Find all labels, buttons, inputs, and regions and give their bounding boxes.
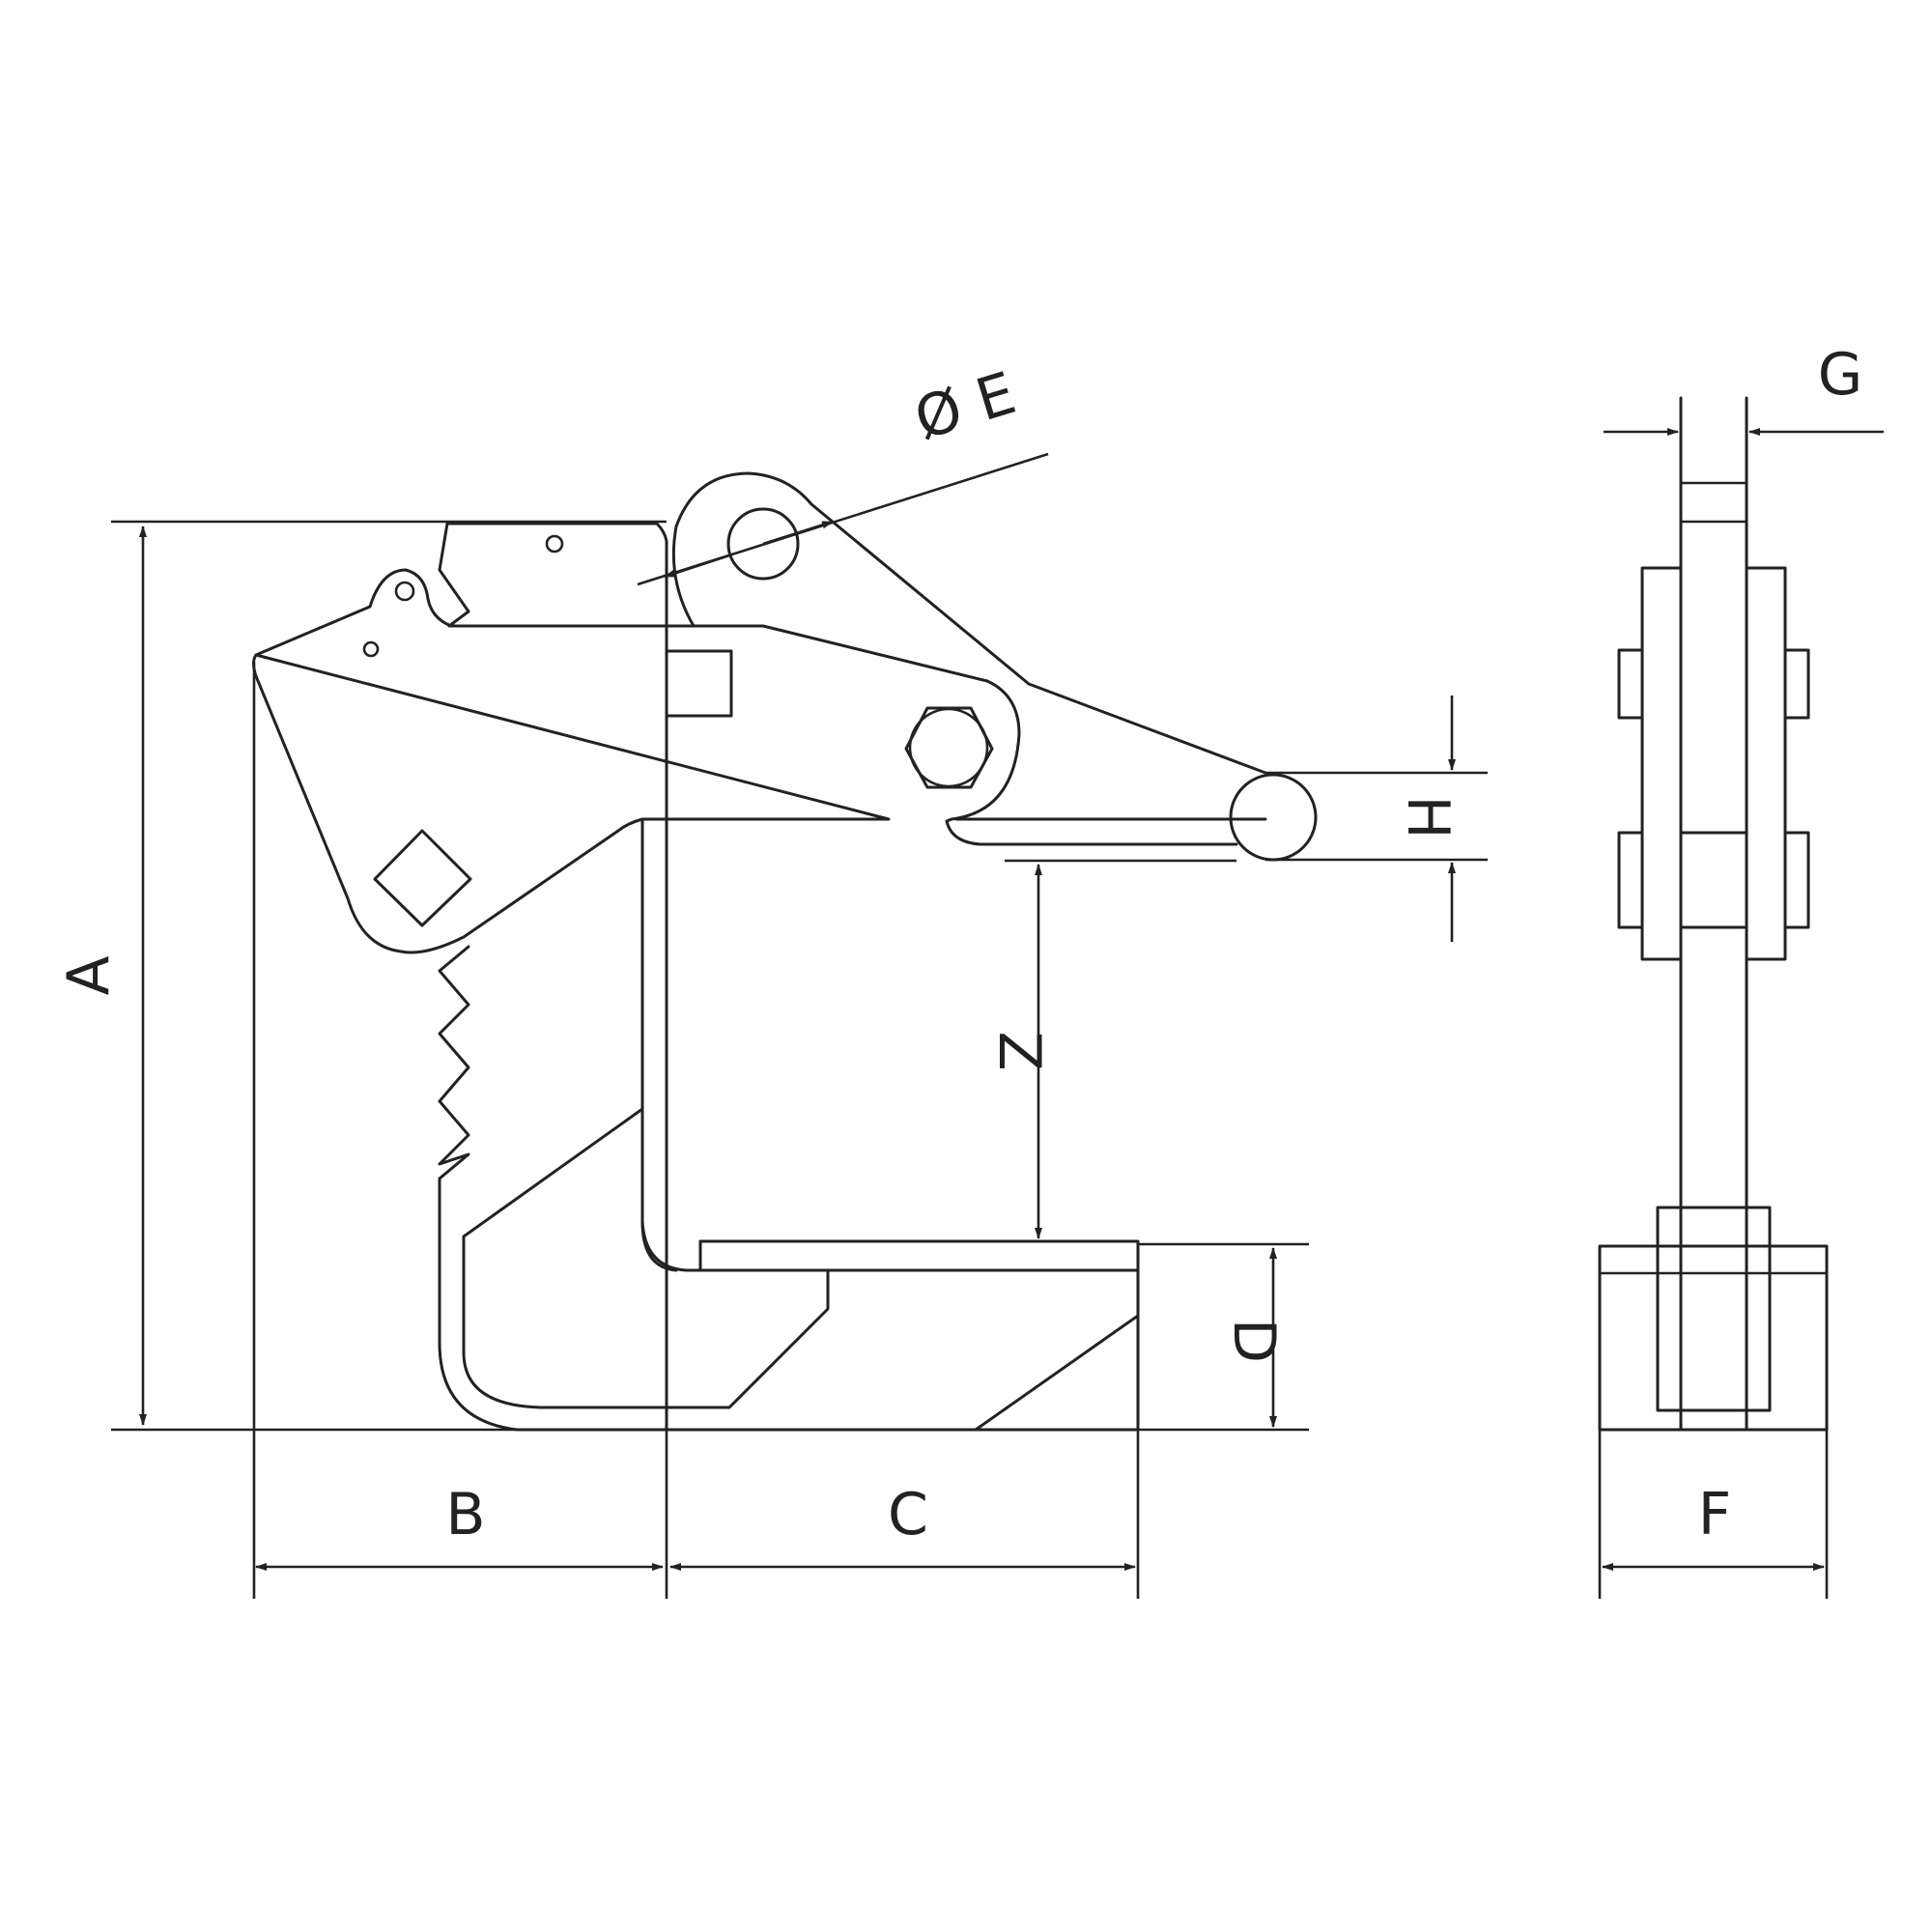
label-f: F (1698, 1481, 1732, 1548)
side-jaw (1656, 1206, 1772, 1412)
roller-icon (1229, 773, 1318, 862)
pivot-hole (394, 581, 415, 602)
label-z: Z (985, 1031, 1053, 1070)
dim-e-arrow-right (762, 520, 834, 546)
plate-hole-1 (545, 534, 564, 554)
center-plate (1679, 396, 1748, 1432)
jaw-back (640, 624, 678, 1432)
bolt-head-left-upper (1617, 648, 1644, 720)
dimension-lines (111, 452, 1488, 1599)
bolt-shaft-lower (1679, 831, 1748, 929)
lower-jaw (462, 1107, 1140, 1432)
clamp-side-view (1598, 396, 1884, 1599)
clamp-body-outline (252, 568, 1267, 954)
label-e: Ø E (907, 359, 1023, 453)
hex-bolt-icon (904, 706, 994, 789)
label-h: H (1394, 795, 1462, 838)
upper-plate (438, 522, 668, 628)
label-g: G (1818, 341, 1863, 409)
label-d: D (1220, 1319, 1288, 1363)
side-jaw-center (1679, 1206, 1748, 1432)
label-b: B (445, 1481, 485, 1548)
clamp-front-view (252, 471, 1318, 1432)
bolt-washer (908, 707, 989, 788)
right-cheek (1745, 566, 1787, 961)
eye-hole-icon (726, 507, 800, 581)
bolt-head-left-lower (1617, 831, 1644, 929)
label-a: A (55, 955, 123, 995)
plate-hole-2 (362, 640, 380, 658)
dim-e-arrow-left (664, 554, 730, 579)
label-c: C (888, 1481, 928, 1548)
bolt-head-right-lower (1783, 831, 1810, 929)
bolt-head-right-upper (1783, 648, 1810, 720)
diamond-marker (373, 829, 472, 927)
lifting-eye (671, 471, 1267, 775)
serrated-jaw (438, 945, 1140, 1432)
left-cheek (1640, 566, 1683, 961)
square-marker (665, 649, 733, 718)
